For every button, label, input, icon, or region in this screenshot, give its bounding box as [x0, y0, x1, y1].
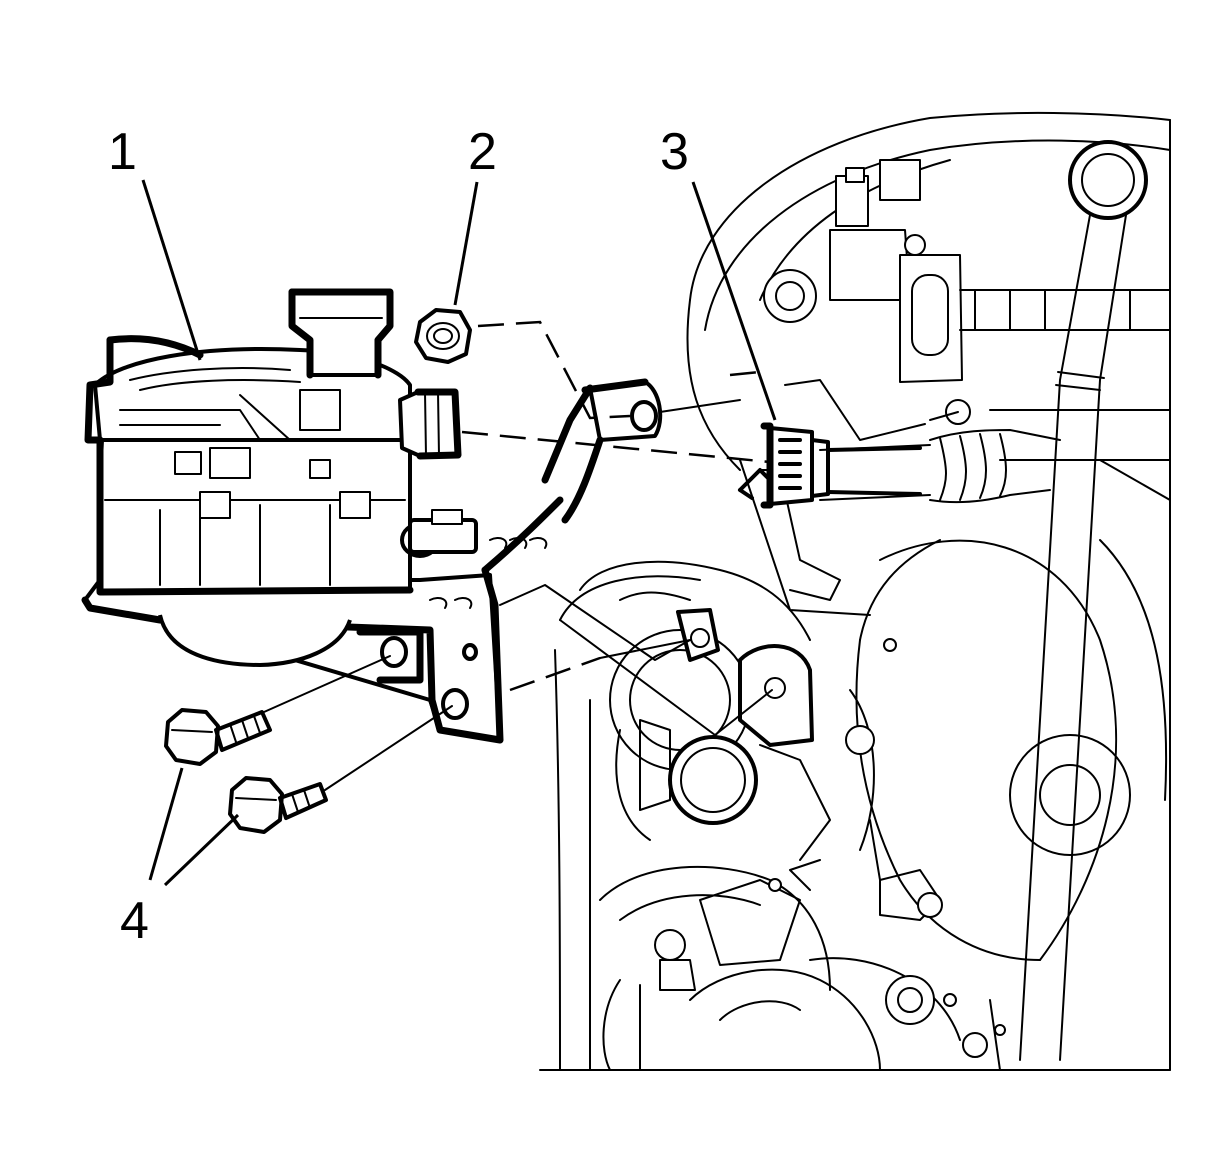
engine-icon	[539, 111, 1171, 1071]
alignment-lines	[263, 320, 926, 791]
nut-icon	[414, 308, 472, 364]
bolt-icon	[228, 776, 328, 834]
callout-3-label: 3	[660, 123, 689, 181]
callout-4-label: 4	[120, 892, 149, 950]
bolt-icon	[164, 708, 272, 766]
callout-2-label: 2	[468, 123, 497, 181]
pump-assembly-icon	[81, 288, 663, 744]
leader-lines	[141, 179, 777, 887]
hose-connector-icon	[738, 422, 922, 509]
callout-1-label: 1	[108, 123, 137, 181]
